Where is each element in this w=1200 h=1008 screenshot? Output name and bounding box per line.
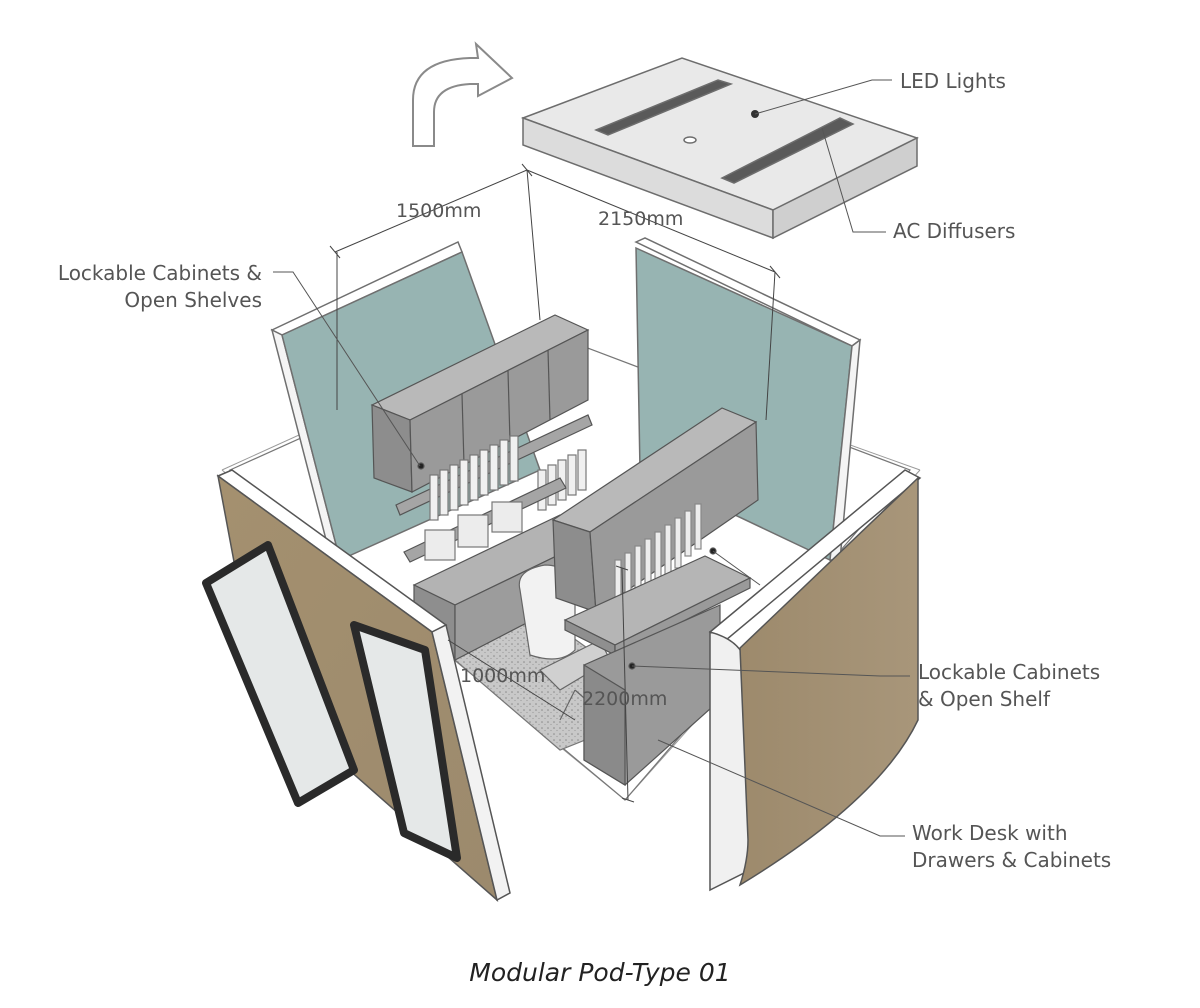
- right-cabinet-unit: [551, 407, 759, 787]
- label-cabinets-right-line1: Lockable Cabinets: [918, 660, 1101, 684]
- label-desk-line1: Work Desk with: [912, 821, 1068, 845]
- diagram-caption: Modular Pod-Type 01: [469, 958, 731, 987]
- dimension-width: 1500mm: [396, 200, 482, 222]
- led-light: [683, 136, 697, 144]
- right-wood-wall: [708, 469, 922, 892]
- label-cabinets-left-line1: Lockable Cabinets &: [57, 261, 262, 285]
- ceiling-panel: [520, 57, 919, 240]
- label-led-lights: LED Lights: [900, 69, 1006, 93]
- label-ac-diffusers: AC Diffusers: [893, 219, 1016, 243]
- label-cabinets-right-line2: & Open Shelf: [918, 687, 1051, 711]
- folding-door: [202, 541, 461, 862]
- dimension-lines: [329, 163, 781, 803]
- ac-diffuser-slot: [594, 79, 855, 184]
- label-cabinets-left-line2: Open Shelves: [124, 288, 262, 312]
- dimension-length: 2150mm: [598, 208, 684, 230]
- label-desk-line2: Drawers & Cabinets: [912, 848, 1112, 872]
- dimension-depth: 1000mm: [460, 665, 546, 687]
- binders: [429, 435, 587, 521]
- leader-lines: [273, 79, 910, 837]
- dimension-height: 2200mm: [582, 688, 668, 710]
- curved-arrow-icon: [412, 41, 514, 147]
